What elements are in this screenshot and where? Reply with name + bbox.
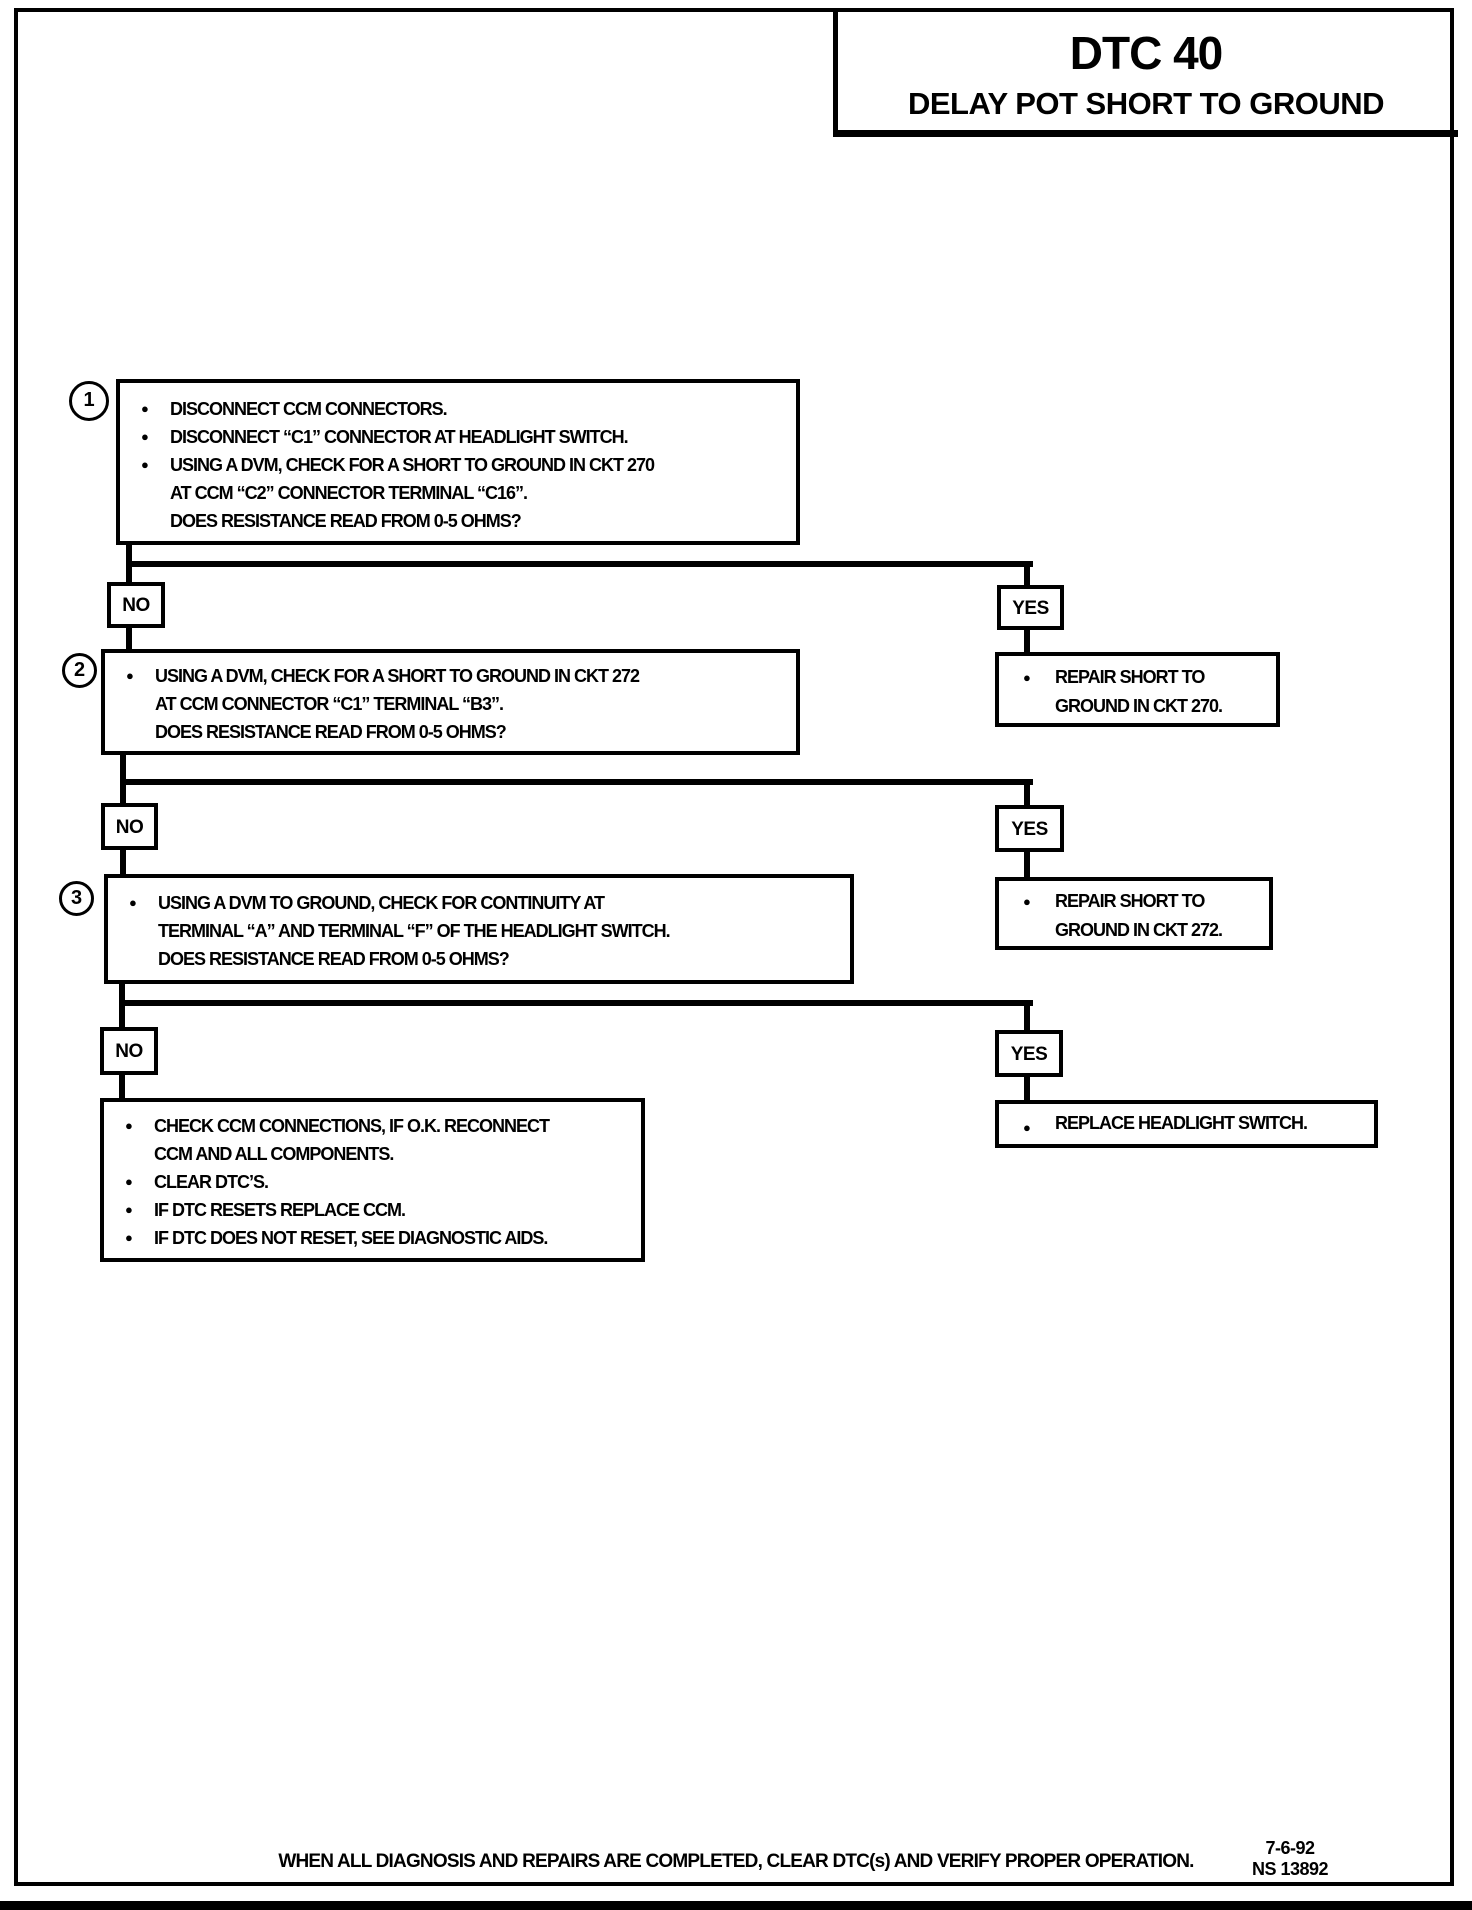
yes-branch-1: YES xyxy=(997,585,1064,630)
connector-line xyxy=(1024,852,1030,877)
action-text: DOES RESISTANCE READ FROM 0-5 OHMS? xyxy=(158,949,510,969)
action-text: REPLACE HEADLIGHT SWITCH. xyxy=(1055,1113,1308,1133)
action-text: DISCONNECT CCM CONNECTORS. xyxy=(170,399,448,419)
action-line: DOES RESISTANCE READ FROM 0-5 OHMS? xyxy=(108,945,850,973)
action-line: ● DISCONNECT “C1” CONNECTOR AT HEADLIGHT … xyxy=(120,423,796,451)
step-box-3: ● USING A DVM TO GROUND, CHECK FOR CONTIN… xyxy=(104,874,854,984)
step-box-1: ● DISCONNECT CCM CONNECTORS. ● DISCONNECT … xyxy=(116,379,800,545)
action-text: AT CCM “C2” CONNECTOR TERMINAL “C16”. xyxy=(170,483,528,503)
action-line: ● USING A DVM, CHECK FOR A SHORT TO GROUN… xyxy=(120,451,796,479)
action-line: AT CCM “C2” CONNECTOR TERMINAL “C16”. xyxy=(120,479,796,507)
connector-line xyxy=(126,567,132,582)
connector-line xyxy=(120,785,126,803)
action-text: IF DTC DOES NOT RESET, SEE DIAGNOSTIC AI… xyxy=(154,1228,548,1248)
final-checks-box: ● CHECK CCM CONNECTIONS, IF O.K. RECONNEC… xyxy=(100,1098,645,1262)
connector-line xyxy=(126,628,132,649)
bullet-icon: ● xyxy=(1023,894,1031,909)
action-text: USING A DVM, CHECK FOR A SHORT TO GROUND… xyxy=(170,455,655,475)
step-number-2: 2 xyxy=(62,653,97,688)
connector-line xyxy=(119,1006,125,1027)
action-line: ● USING A DVM, CHECK FOR A SHORT TO GROUN… xyxy=(105,662,796,690)
action-text: GROUND IN CKT 272. xyxy=(1055,920,1223,940)
action-text: DOES RESISTANCE READ FROM 0-5 OHMS? xyxy=(155,722,507,742)
action-text: AT CCM CONNECTOR “C1” TERMINAL “B3”. xyxy=(155,694,504,714)
action-text: REPAIR SHORT TO xyxy=(1055,667,1205,687)
page-border xyxy=(14,8,1454,1886)
action-line: TERMINAL “A” AND TERMINAL “F” OF THE HEA… xyxy=(108,917,850,945)
footer-note: WHEN ALL DIAGNOSIS AND REPAIRS ARE COMPL… xyxy=(278,1851,1194,1872)
repair-box-ckt272: ● REPAIR SHORT TO GROUND IN CKT 272. xyxy=(995,877,1273,950)
bullet-icon: ● xyxy=(1023,670,1031,685)
bullet-icon: ● xyxy=(141,429,149,444)
footer-doc-number: NS 13892 xyxy=(1251,1859,1329,1879)
bullet-icon: ● xyxy=(1023,1120,1031,1135)
bullet-icon: ● xyxy=(126,668,134,683)
dtc-code-title: DTC 40 xyxy=(1069,27,1223,79)
action-text: DISCONNECT “C1” CONNECTOR AT HEADLIGHT S… xyxy=(170,427,629,447)
action-line: AT CCM CONNECTOR “C1” TERMINAL “B3”. xyxy=(105,690,796,718)
action-text: GROUND IN CKT 270. xyxy=(1055,696,1223,716)
connector-line xyxy=(120,850,126,874)
action-line: DOES RESISTANCE READ FROM 0-5 OHMS? xyxy=(105,718,796,746)
connector-line xyxy=(1024,785,1030,805)
action-line: ● USING A DVM TO GROUND, CHECK FOR CONTIN… xyxy=(108,889,850,917)
connector-line xyxy=(1024,567,1030,585)
bullet-icon: ● xyxy=(125,1202,133,1217)
no-branch-3: NO xyxy=(100,1027,158,1075)
no-branch-1: NO xyxy=(107,582,165,628)
action-line: ● CHECK CCM CONNECTIONS, IF O.K. RECONNEC… xyxy=(104,1112,641,1140)
action-line: ● REPAIR SHORT TO xyxy=(999,663,1276,692)
bullet-icon: ● xyxy=(125,1174,133,1189)
action-text: CCM AND ALL COMPONENTS. xyxy=(154,1144,394,1164)
action-line: DOES RESISTANCE READ FROM 0-5 OHMS? xyxy=(120,507,796,535)
action-line: ● REPLACE HEADLIGHT SWITCH. xyxy=(999,1104,1374,1142)
title-block-underline xyxy=(833,130,1458,137)
page-bottom-rule xyxy=(0,1901,1472,1910)
action-line: GROUND IN CKT 272. xyxy=(999,916,1269,945)
footer-date: 7-6-92 xyxy=(1265,1838,1315,1858)
action-line: ● IF DTC DOES NOT RESET, SEE DIAGNOSTIC A… xyxy=(104,1224,641,1252)
footer-ids: 7-6-92 NS 13892 xyxy=(1150,1838,1430,1880)
action-text: CHECK CCM CONNECTIONS, IF O.K. RECONNECT xyxy=(154,1116,550,1136)
action-text: REPAIR SHORT TO xyxy=(1055,891,1205,911)
connector-line xyxy=(1024,1077,1030,1100)
connector-line xyxy=(119,1075,125,1098)
connector-line xyxy=(120,755,126,782)
no-branch-2: NO xyxy=(101,803,158,850)
connector-line xyxy=(1024,1006,1030,1030)
bullet-icon: ● xyxy=(141,457,149,472)
step-number-3: 3 xyxy=(59,881,94,916)
yes-branch-2: YES xyxy=(995,805,1064,852)
action-text: DOES RESISTANCE READ FROM 0-5 OHMS? xyxy=(170,511,522,531)
action-line: ● CLEAR DTC’S. xyxy=(104,1168,641,1196)
bullet-icon: ● xyxy=(141,401,149,416)
action-line: ● REPAIR SHORT TO xyxy=(999,887,1269,916)
bullet-icon: ● xyxy=(129,895,137,910)
action-line: ● IF DTC RESETS REPLACE CCM. xyxy=(104,1196,641,1224)
connector-line xyxy=(1024,630,1030,652)
bullet-icon: ● xyxy=(125,1118,133,1133)
connector-line xyxy=(126,561,1033,567)
dtc-name-title: DELAY POT SHORT TO GROUND xyxy=(907,86,1385,121)
action-text: USING A DVM, CHECK FOR A SHORT TO GROUND… xyxy=(155,666,640,686)
action-text: CLEAR DTC’S. xyxy=(154,1172,269,1192)
connector-line xyxy=(126,545,132,564)
step-number-1: 1 xyxy=(69,381,109,421)
connector-line xyxy=(119,984,125,1003)
yes-branch-3: YES xyxy=(995,1030,1063,1077)
action-line: CCM AND ALL COMPONENTS. xyxy=(104,1140,641,1168)
action-line: GROUND IN CKT 270. xyxy=(999,692,1276,721)
action-line: ● DISCONNECT CCM CONNECTORS. xyxy=(120,395,796,423)
action-text: IF DTC RESETS REPLACE CCM. xyxy=(154,1200,406,1220)
connector-line xyxy=(120,779,1033,785)
replace-headlight-switch-box: ● REPLACE HEADLIGHT SWITCH. xyxy=(995,1100,1378,1148)
title-block-divider xyxy=(833,8,838,135)
action-text: TERMINAL “A” AND TERMINAL “F” OF THE HEA… xyxy=(158,921,671,941)
repair-box-ckt270: ● REPAIR SHORT TO GROUND IN CKT 270. xyxy=(995,652,1280,727)
step-box-2: ● USING A DVM, CHECK FOR A SHORT TO GROUN… xyxy=(101,649,800,755)
connector-line xyxy=(119,1000,1033,1006)
action-text: USING A DVM TO GROUND, CHECK FOR CONTINU… xyxy=(158,893,605,913)
bullet-icon: ● xyxy=(125,1230,133,1245)
